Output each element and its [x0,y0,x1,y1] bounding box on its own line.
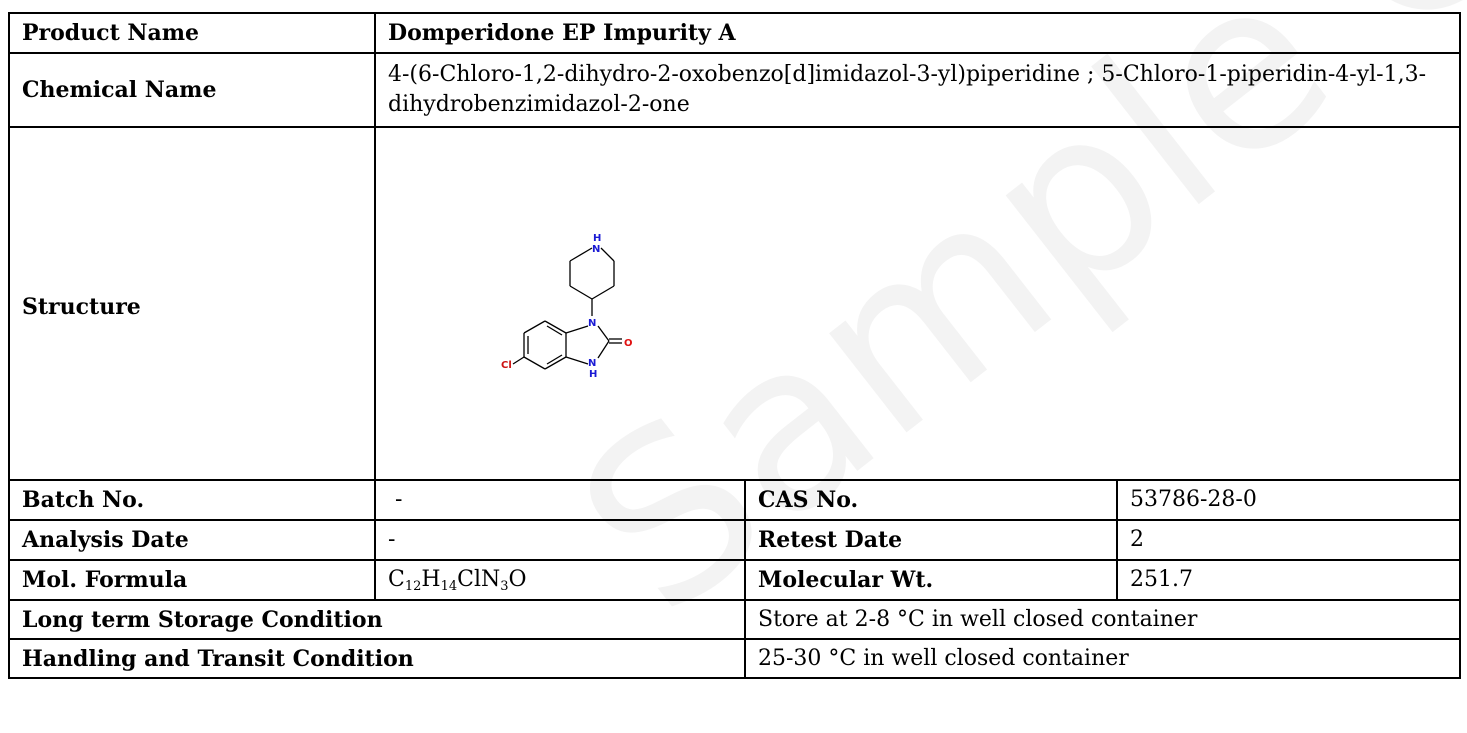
row-dates: Analysis Date - Retest Date 2 [8,519,1462,561]
handling-value: 25-30 °C in well closed container [743,638,1462,679]
atom-n1-nitrogen: N [588,318,596,329]
mol-formula-value: C12H14ClN3O [374,559,746,601]
chemical-name-label: Chemical Name [8,52,376,128]
structure-bonds [512,247,622,370]
storage-label: Long term Storage Condition [8,599,746,640]
atom-n3-nitrogen: N [588,358,596,369]
structure-label: Structure [8,126,376,481]
molecular-wt-value: 251.7 [1115,559,1462,601]
row-batch-cas: Batch No. - CAS No. 53786-28-0 [8,479,1462,521]
row-product-name: Product Name Domperidone EP Impurity A [8,12,1462,54]
row-handling: Handling and Transit Condition 25-30 °C … [8,638,1462,679]
batch-no-label: Batch No. [8,479,376,521]
row-formula-weight: Mol. Formula C12H14ClN3O Molecular Wt. 2… [8,559,1462,601]
molecular-wt-label: Molecular Wt. [744,559,1118,601]
row-chemical-name: Chemical Name 4-(6-Chloro-1,2-dihydro-2-… [8,52,1462,128]
atom-chlorine: Cl [501,360,512,371]
analysis-date-value: - [374,519,746,561]
retest-date-label: Retest Date [744,519,1118,561]
product-name-label: Product Name [8,12,376,54]
cas-no-label: CAS No. [744,479,1118,521]
atom-nh-hydrogen: H [593,233,601,244]
retest-date-value: 2 [1115,519,1462,561]
row-structure: Structure [8,126,1462,481]
formula-n-count: 3 [500,579,509,594]
formula-h: H [421,567,441,592]
mol-formula-label: Mol. Formula [8,559,376,601]
handling-label: Handling and Transit Condition [8,638,746,679]
structure-cell: H N N O Cl N H [373,126,1462,481]
formula-cln: ClN [457,567,501,592]
atom-oxygen: O [624,338,633,349]
analysis-date-label: Analysis Date [8,519,376,561]
storage-value: Store at 2-8 °C in well closed container [743,599,1462,640]
coa-table: Product Name Domperidone EP Impurity A C… [8,12,1462,679]
formula-o: O [508,567,527,592]
atom-n3-hydrogen: H [589,369,597,380]
atom-piperidine-nitrogen: N [592,244,600,255]
cas-no-value: 53786-28-0 [1115,479,1462,521]
formula-h-count: 14 [440,579,458,594]
product-name-value: Domperidone EP Impurity A [373,12,1462,54]
row-storage: Long term Storage Condition Store at 2-8… [8,599,1462,640]
chemical-structure-image: H N N O Cl N H [501,233,633,380]
formula-c: C [388,567,405,592]
chemical-name-value: 4-(6-Chloro-1,2-dihydro-2-oxobenzo[d]imi… [373,52,1462,128]
batch-no-value: - [374,479,746,521]
formula-c-count: 12 [404,579,422,594]
